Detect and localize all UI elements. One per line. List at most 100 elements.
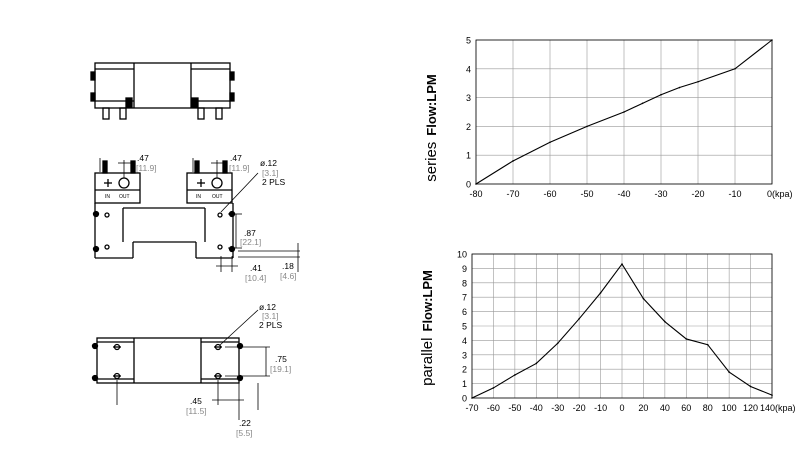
hole-callout-top-inch: ø.12 — [260, 158, 277, 168]
data-point — [535, 362, 538, 365]
x-tick-label: -60 — [487, 403, 500, 413]
data-point — [660, 93, 662, 96]
data-point — [678, 86, 681, 89]
dim-41-inch: .41 — [250, 263, 262, 273]
drawing-labels: .47 [11.9] .47 [11.9] ø.12 [3.1] 2 PLS I… — [105, 153, 297, 438]
bottom-view-dimensions — [116, 309, 270, 420]
x-tick-label: -80 — [469, 189, 482, 199]
hole-callout-bottom-mm: [3.1] — [262, 311, 279, 321]
x-tick-label: -10 — [728, 189, 741, 199]
port-in-right: IN — [196, 194, 201, 200]
dim-47-left-inch: .47 — [137, 153, 149, 163]
data-point — [586, 125, 588, 128]
x-tick-label: -60 — [543, 189, 556, 199]
port-in-left: IN — [105, 194, 110, 200]
x-tick-label: 100 — [722, 403, 737, 413]
y-tick-label: 0 — [462, 394, 467, 404]
data-point — [641, 102, 644, 105]
data-point — [697, 80, 699, 83]
x-tick-label: -30 — [654, 189, 667, 199]
data-point — [728, 371, 730, 373]
y-tick-label: 1 — [462, 379, 467, 389]
dim-18-mm: [4.6] — [280, 271, 297, 281]
y-axis-label-light: series — [423, 142, 440, 182]
top-view — [90, 62, 235, 120]
x-tick-label: -10 — [594, 403, 607, 413]
side-view-dimensions — [99, 158, 300, 272]
x-tick-label: 0 — [767, 189, 772, 199]
port-out-left: OUT — [119, 194, 130, 200]
data-point — [642, 297, 645, 300]
y-tick-label: 10 — [457, 250, 467, 260]
x-tick-label: -50 — [580, 189, 593, 199]
data-point — [475, 183, 477, 185]
y-tick-label: 6 — [462, 307, 467, 317]
y-tick-label: 9 — [462, 264, 467, 274]
dim-22-mm: [5.5] — [236, 428, 253, 438]
data-point — [549, 141, 551, 144]
x-tick-label: -50 — [508, 403, 521, 413]
dim-45-mm: [11.5] — [186, 406, 207, 416]
x-tick-label: -30 — [551, 403, 564, 413]
x-unit-label: (kpa) — [775, 403, 796, 413]
hole-callout-bottom-note: 2 PLS — [259, 320, 282, 330]
x-tick-label: -40 — [617, 189, 630, 199]
y-axis-label: parallel Flow:LPM — [419, 270, 436, 386]
y-tick-label: 5 — [466, 36, 471, 46]
x-tick-label: 20 — [638, 403, 648, 413]
x-tick-label: 40 — [660, 403, 670, 413]
x-tick-label: -70 — [465, 403, 478, 413]
y-tick-label: 5 — [462, 322, 467, 332]
x-tick-label: 120 — [743, 403, 758, 413]
x-unit-label: (kpa) — [772, 189, 793, 199]
x-tick-label: -40 — [530, 403, 543, 413]
y-tick-label: 0 — [466, 180, 471, 190]
dim-47-left-mm: [11.9] — [136, 163, 157, 173]
dim-47-right-mm: [11.9] — [229, 163, 250, 173]
hole-callout-bottom-inch: ø.12 — [259, 302, 276, 312]
side-view — [92, 160, 236, 259]
data-point — [706, 343, 709, 346]
x-tick-label: 0 — [619, 403, 624, 413]
dim-87-inch: .87 — [244, 228, 256, 238]
y-axis-label: seriesFlow:LPM — [423, 74, 440, 181]
data-point — [599, 292, 602, 294]
data-point — [512, 160, 514, 162]
y-tick-label: 2 — [466, 122, 471, 132]
x-tick-label: 80 — [703, 403, 713, 413]
dim-22-inch: .22 — [239, 418, 251, 428]
technical-drawing — [90, 62, 300, 420]
y-axis-label-bold: Flow:LPM — [420, 270, 435, 331]
plot-frame — [475, 39, 773, 185]
y-tick-label: 3 — [466, 93, 471, 103]
dim-87-mm: [22.1] — [240, 237, 261, 247]
dim-18-inch: .18 — [282, 261, 294, 271]
dim-47-right-inch: .47 — [230, 153, 242, 163]
x-tick-label: 140 — [760, 403, 775, 413]
dim-41-mm: [10.4] — [245, 273, 266, 283]
y-tick-label: 7 — [462, 293, 467, 303]
dim-75-inch: .75 — [275, 354, 287, 364]
data-point — [771, 394, 773, 396]
hole-callout-top-mm: [3.1] — [262, 168, 279, 178]
y-axis-label-light: parallel — [419, 338, 436, 386]
data-point — [685, 338, 688, 340]
hole-callout-top-note: 2 PLS — [262, 177, 285, 187]
y-tick-label: 4 — [466, 64, 471, 74]
data-point — [492, 387, 495, 389]
data-point — [471, 397, 473, 399]
dim-45-inch: .45 — [190, 396, 202, 406]
data-point — [734, 68, 736, 70]
plot-frame — [471, 253, 773, 399]
y-tick-label: 1 — [466, 151, 471, 161]
data-point — [771, 39, 773, 41]
y-tick-label: 8 — [462, 278, 467, 288]
x-tick-label: 60 — [681, 403, 691, 413]
data-point — [621, 263, 623, 265]
x-tick-label: -20 — [691, 189, 704, 199]
port-out-right: OUT — [212, 194, 223, 200]
